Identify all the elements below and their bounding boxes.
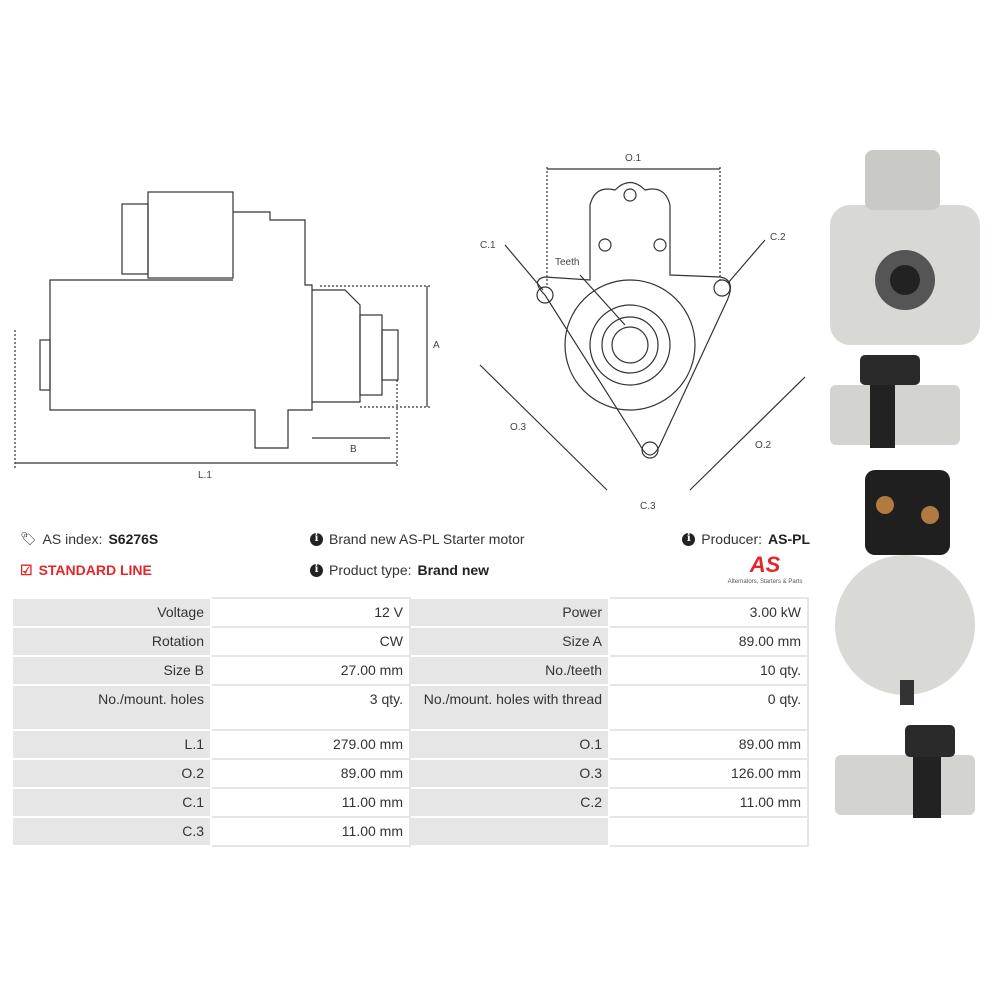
as-index-value: S6276S bbox=[108, 531, 159, 547]
dim-label-c1: C.1 bbox=[480, 240, 496, 251]
logo-mark: AS bbox=[749, 552, 781, 577]
spec-value: 11.00 mm bbox=[210, 816, 411, 847]
side-view-drawing: A B L.1 bbox=[14, 191, 440, 481]
dim-label-c2: C.2 bbox=[770, 232, 786, 243]
spec-value: 10 qty. bbox=[608, 655, 809, 686]
spec-value: 12 V bbox=[210, 597, 411, 628]
spec-value: 89.00 mm bbox=[608, 729, 809, 760]
spec-value: 11.00 mm bbox=[608, 787, 809, 818]
as-pl-logo: AS Alternators, Starters & Parts bbox=[715, 553, 815, 586]
dim-label-b: B bbox=[350, 444, 357, 455]
photo-rear bbox=[835, 470, 975, 705]
front-view-drawing: O.1 C.1 C.2 Teeth O.3 O.2 C.3 bbox=[479, 153, 806, 512]
spec-value: 3.00 kW bbox=[608, 597, 809, 628]
dim-label-teeth: Teeth bbox=[555, 257, 579, 268]
photo-side-2 bbox=[835, 725, 975, 818]
info-icon: i bbox=[310, 532, 323, 546]
photo-side-1 bbox=[830, 355, 960, 448]
spec-value: 89.00 mm bbox=[608, 626, 809, 657]
logo-tagline: Alternators, Starters & Parts bbox=[727, 579, 803, 585]
spec-label bbox=[409, 816, 610, 847]
spec-label: No./mount. holes bbox=[11, 684, 212, 731]
spec-label: Size A bbox=[409, 626, 610, 657]
spec-value: 11.00 mm bbox=[210, 787, 411, 818]
dim-label-o3: O.3 bbox=[510, 422, 527, 433]
product-type-label: Product type: bbox=[329, 562, 412, 578]
spec-label: C.2 bbox=[409, 787, 610, 818]
dim-label-o2: O.2 bbox=[755, 440, 772, 451]
spec-label: O.1 bbox=[409, 729, 610, 760]
tag-icon: 🏷 bbox=[20, 531, 37, 546]
producer: i Producer: AS-PL bbox=[682, 531, 810, 547]
line-label: STANDARD LINE bbox=[38, 562, 152, 578]
producer-label: Producer: bbox=[701, 531, 762, 547]
spec-value: 0 qty. bbox=[608, 684, 809, 731]
description-text: Brand new AS-PL Starter motor bbox=[329, 531, 525, 547]
dim-label-a: A bbox=[433, 340, 440, 351]
spec-label: Size B bbox=[11, 655, 212, 686]
spec-label: No./mount. holes with thread bbox=[409, 684, 610, 731]
dim-label-c3: C.3 bbox=[640, 501, 656, 512]
info-icon: i bbox=[682, 532, 696, 546]
spec-label: L.1 bbox=[11, 729, 212, 760]
photo-front bbox=[830, 150, 980, 345]
checkbox-icon: ☑ bbox=[20, 562, 33, 578]
spec-value: 27.00 mm bbox=[210, 655, 411, 686]
spec-label: No./teeth bbox=[409, 655, 610, 686]
product-photos bbox=[830, 150, 980, 818]
spec-value bbox=[608, 816, 809, 847]
spec-label: Power bbox=[409, 597, 610, 628]
spec-label: C.3 bbox=[11, 816, 212, 847]
spec-value: CW bbox=[210, 626, 411, 657]
dim-label-l1: L.1 bbox=[198, 470, 212, 481]
producer-value: AS-PL bbox=[768, 531, 810, 547]
spec-label: O.2 bbox=[11, 758, 212, 789]
spec-value: 3 qty. bbox=[210, 684, 411, 731]
spec-label: Voltage bbox=[11, 597, 212, 628]
spec-label: Rotation bbox=[11, 626, 212, 657]
spec-value: 126.00 mm bbox=[608, 758, 809, 789]
product-type-value: Brand new bbox=[417, 562, 490, 578]
description: i Brand new AS-PL Starter motor bbox=[310, 531, 525, 547]
dim-label-o1: O.1 bbox=[625, 153, 642, 164]
spec-label: C.1 bbox=[11, 787, 212, 818]
product-type: i Product type: Brand new bbox=[310, 562, 489, 578]
as-index: 🏷 AS index: S6276S bbox=[20, 531, 158, 547]
as-index-label: AS index: bbox=[42, 531, 103, 547]
standard-line-badge: ☑ STANDARD LINE bbox=[20, 562, 152, 578]
info-icon: i bbox=[310, 563, 323, 577]
spec-label: O.3 bbox=[409, 758, 610, 789]
spec-value: 279.00 mm bbox=[210, 729, 411, 760]
spec-value: 89.00 mm bbox=[210, 758, 411, 789]
